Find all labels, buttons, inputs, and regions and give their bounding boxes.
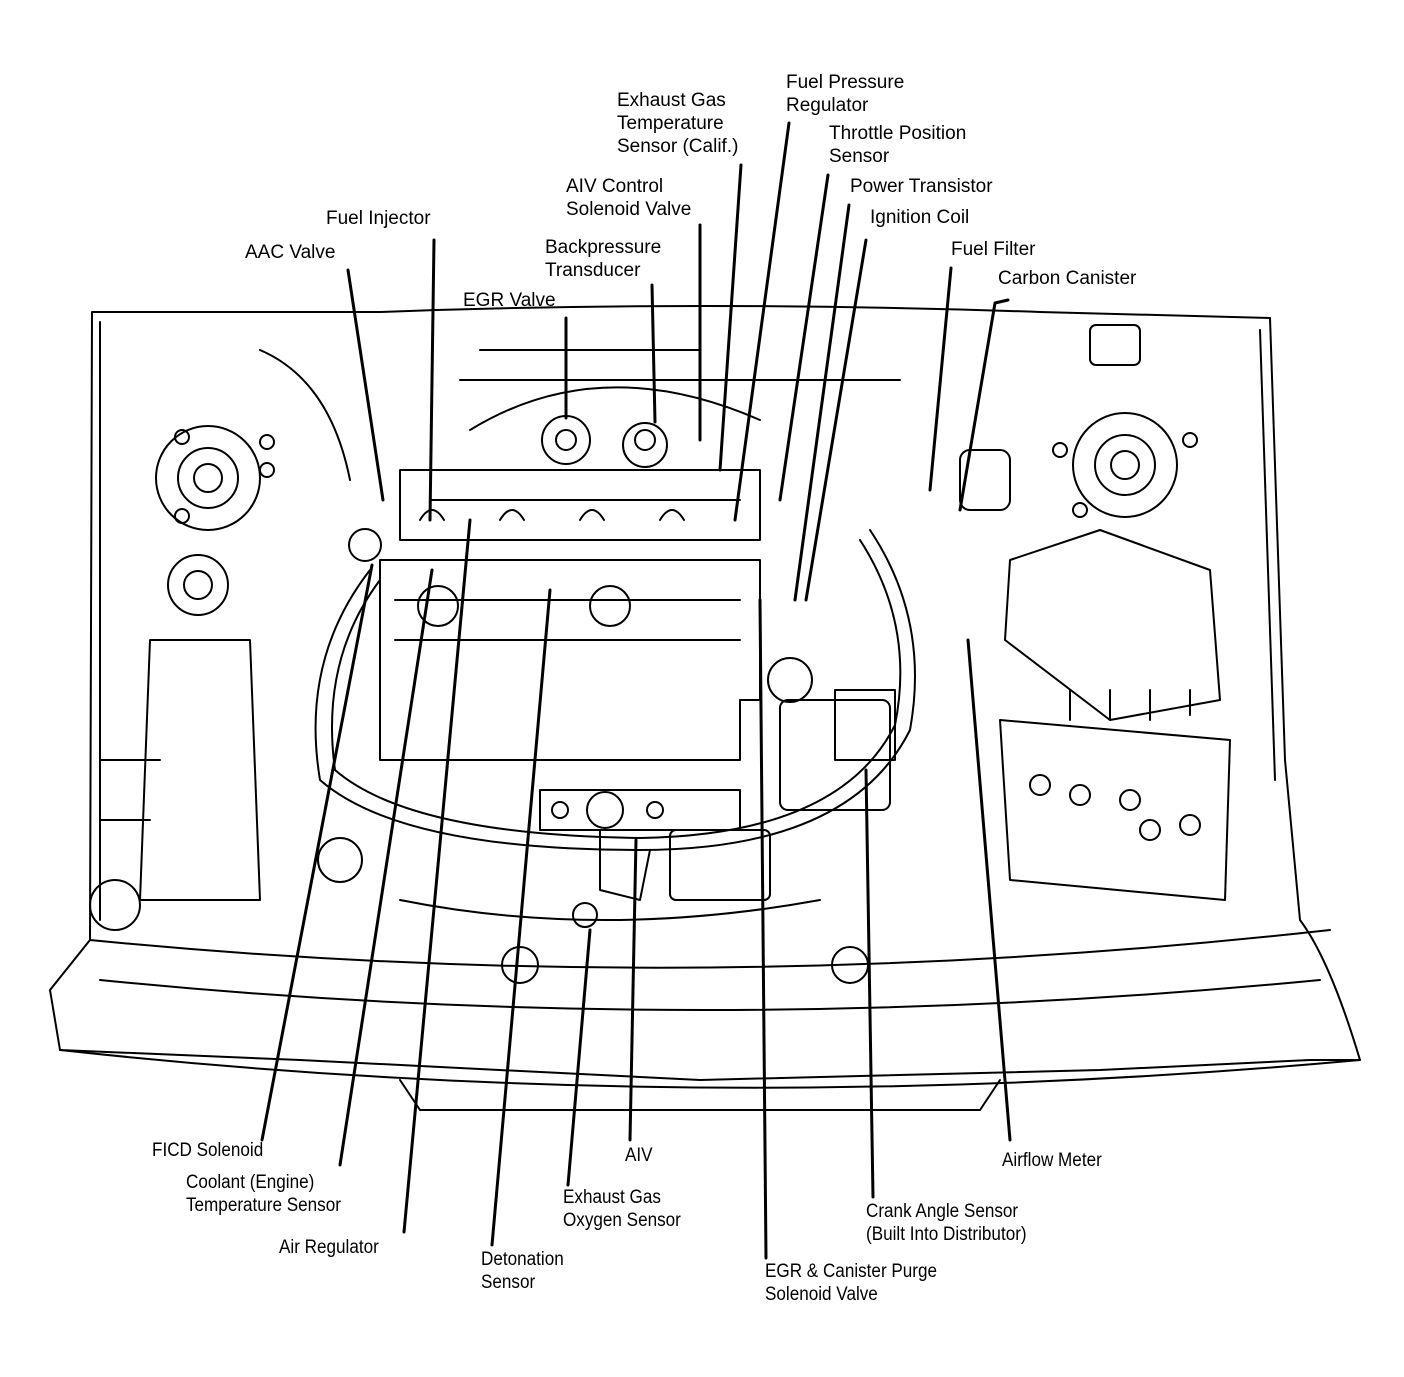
leader-fuel-filter — [928, 266, 953, 492]
label-line: EGR Valve — [463, 290, 556, 311]
label-line: Solenoid Valve — [566, 199, 692, 220]
label-detonation-sensor: Detonation Sensor — [481, 1248, 564, 1294]
leader-detonation-sensor — [490, 588, 552, 1247]
leader-backpressure-transducer — [650, 283, 657, 424]
label-line: Ignition Coil — [870, 207, 970, 228]
label-fuel-pressure-regulator: Fuel Pressure Regulator — [786, 71, 904, 117]
label-aiv-control-solenoid-valve: AIV Control Solenoid Valve — [566, 175, 691, 221]
label-exhaust-gas-oxygen-sensor: Exhaust Gas Oxygen Sensor — [563, 1186, 681, 1232]
label-line: Sensor — [481, 1272, 536, 1293]
label-line: AIV — [625, 1145, 653, 1166]
label-line: Oxygen Sensor — [563, 1210, 681, 1231]
compartment-outline — [49, 305, 1361, 1111]
wire-harness-inner — [331, 539, 902, 839]
label-line: Air Regulator — [279, 1237, 379, 1258]
lower-components — [317, 789, 869, 984]
label-exhaust-gas-temperature-sensor: Exhaust Gas Temperature Sensor (Calif.) — [617, 89, 738, 158]
leader-lines — [260, 121, 1012, 1260]
label-line: Fuel Injector — [326, 208, 431, 229]
leader-aac-valve — [346, 268, 385, 502]
label-line: Throttle Position — [829, 123, 967, 144]
left-components — [89, 349, 382, 931]
label-line: Transducer — [545, 260, 641, 281]
leader-egr-canister-purge — [758, 598, 768, 1260]
label-backpressure-transducer: Backpressure Transducer — [545, 236, 661, 282]
leader-aiv — [628, 838, 638, 1142]
label-line: Airflow Meter — [1002, 1150, 1102, 1171]
label-airflow-meter: Airflow Meter — [1002, 1149, 1102, 1172]
label-line: AAC Valve — [245, 242, 336, 263]
leader-ficd-solenoid — [260, 563, 374, 1142]
leader-carbon-canister — [958, 298, 1010, 512]
engine-block — [379, 349, 901, 761]
label-line: FICD Solenoid — [152, 1140, 264, 1161]
air-cleaner — [959, 449, 1221, 721]
leader-crank-angle — [864, 768, 875, 1199]
label-line: (Built Into Distributor) — [866, 1224, 1027, 1245]
strut-tower-right — [1052, 324, 1198, 518]
label-aac-valve: AAC Valve — [245, 241, 335, 264]
label-line: Carbon Canister — [998, 268, 1137, 289]
label-power-transistor: Power Transistor — [850, 175, 993, 198]
label-line: Regulator — [786, 95, 869, 116]
label-line: Detonation — [481, 1249, 564, 1270]
label-line: Coolant (Engine) — [186, 1172, 315, 1193]
leader-airflow-meter — [966, 638, 1012, 1142]
distributor — [767, 657, 896, 811]
label-line: Power Transistor — [850, 176, 993, 197]
leader-throttle-position — [778, 173, 830, 502]
label-line: Exhaust Gas — [563, 1187, 661, 1208]
label-throttle-position-sensor: Throttle Position Sensor — [829, 122, 966, 168]
wire-harness — [314, 529, 916, 851]
leader-exhaust-oxygen — [566, 928, 592, 1187]
label-crank-angle-sensor: Crank Angle Sensor (Built Into Distribut… — [866, 1200, 1027, 1246]
battery — [999, 719, 1231, 901]
leader-exhaust-gas-temp — [718, 163, 743, 472]
label-line: Sensor — [829, 146, 890, 167]
label-line: EGR & Canister Purge — [765, 1261, 938, 1282]
leader-air-regulator — [402, 518, 472, 1234]
label-line: Fuel Pressure — [786, 72, 905, 93]
label-air-regulator: Air Regulator — [279, 1236, 379, 1259]
label-fuel-filter: Fuel Filter — [951, 238, 1035, 261]
leader-power-transistor — [793, 203, 851, 602]
leader-ignition-coil — [804, 238, 868, 602]
leader-fuel-pressure-regulator — [733, 121, 791, 522]
leader-coolant-temp — [338, 568, 434, 1167]
label-fuel-injector: Fuel Injector — [326, 207, 431, 230]
label-line: Sensor (Calif.) — [617, 136, 739, 157]
label-line: AIV Control — [566, 176, 664, 197]
label-line: Solenoid Valve — [765, 1284, 878, 1305]
label-line: Backpressure — [545, 237, 662, 258]
strut-tower-left — [155, 425, 275, 531]
label-aiv: AIV — [625, 1144, 653, 1167]
label-line: Exhaust Gas — [617, 90, 726, 111]
spark-plug-wells — [419, 509, 685, 521]
label-line: Temperature — [617, 113, 724, 134]
label-line: Temperature Sensor — [186, 1195, 341, 1216]
label-carbon-canister: Carbon Canister — [998, 267, 1136, 290]
label-egr-canister-purge-solenoid-valve: EGR & Canister Purge Solenoid Valve — [765, 1260, 937, 1306]
label-ficd-solenoid: FICD Solenoid — [152, 1139, 263, 1162]
label-coolant-temperature-sensor: Coolant (Engine) Temperature Sensor — [186, 1171, 341, 1217]
label-egr-valve: EGR Valve — [463, 289, 556, 312]
leader-fuel-injector — [428, 238, 436, 522]
label-line: Fuel Filter — [951, 239, 1036, 260]
label-ignition-coil: Ignition Coil — [870, 206, 969, 229]
label-line: Crank Angle Sensor — [866, 1201, 1019, 1222]
